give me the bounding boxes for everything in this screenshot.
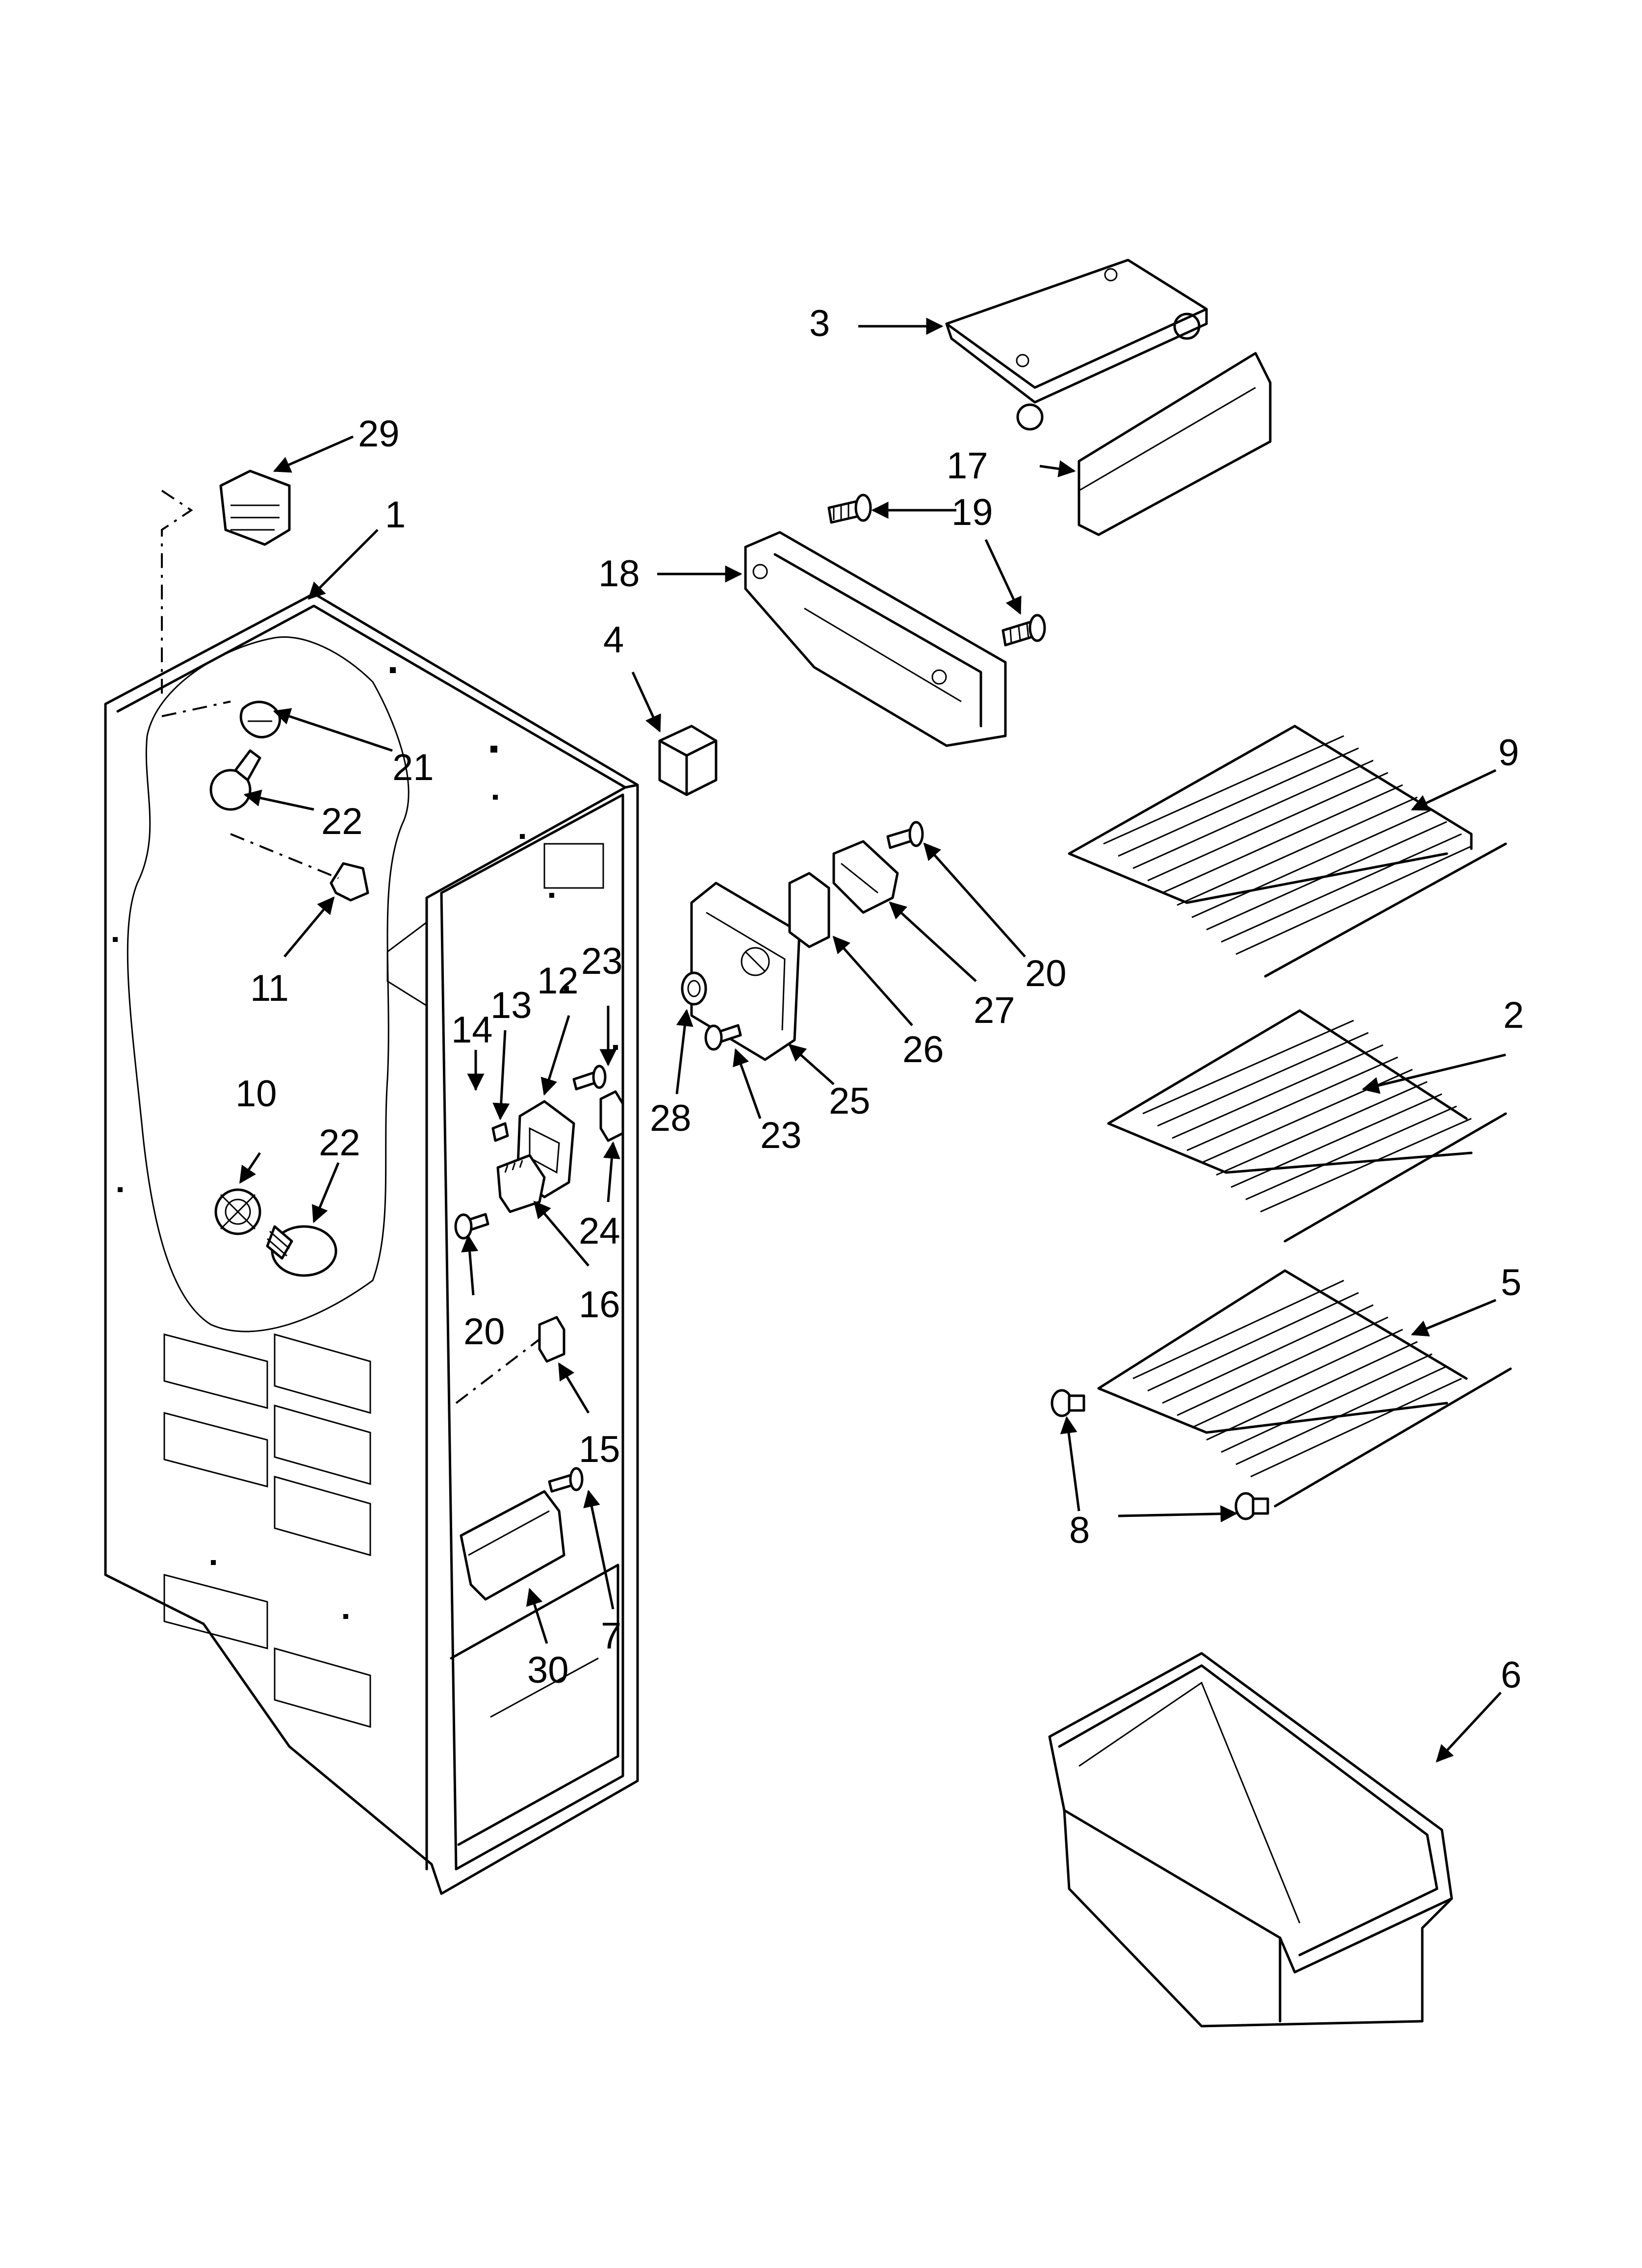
socket-10 [214,1188,261,1235]
screw-23-left [572,1065,607,1091]
callout-7: 7 [601,1615,621,1657]
callout-10: 10 [235,1073,277,1115]
callout-14: 14 [451,1009,493,1051]
screw-19-upper [827,494,872,524]
callout-13: 13 [490,985,532,1026]
storage-bin-6 [1048,1652,1453,2028]
callout-9: 9 [1498,732,1519,774]
callout-12: 12 [537,960,579,1002]
cover-30 [460,1490,565,1601]
callout-23-right: 23 [760,1115,802,1156]
bracket-26 [788,872,830,948]
knob-28 [681,971,707,1006]
wire-shelf-5 [1097,1269,1512,1508]
screw-7 [548,1467,584,1493]
shelf-support-bracket [744,531,1007,747]
callout-22-lower: 22 [319,1122,360,1164]
callout-11: 11 [250,967,289,1009]
clip-4 [658,725,718,796]
callout-28: 28 [650,1097,692,1139]
callout-25: 25 [829,1080,871,1122]
clip-29 [219,469,291,546]
deflector-panel [1078,352,1272,536]
screw-19-lower [1001,614,1046,647]
callout-4: 4 [603,619,624,661]
screw-20-right [886,821,924,849]
clip-13 [491,1122,509,1142]
screw-23-right [704,1024,742,1051]
bulb-22-upper [209,749,261,811]
shelf-stud-8-left [1051,1389,1085,1417]
callout-19: 19 [951,492,993,533]
callout-5: 5 [1501,1262,1521,1303]
callout-2: 2 [1503,994,1524,1036]
callout-20-right: 20 [1025,953,1067,994]
callout-22-upper: 22 [321,801,363,842]
leader-lines [239,317,1506,1763]
wire-shelf-2 [1107,1009,1507,1243]
switch-15 [538,1316,565,1363]
callout-15: 15 [579,1429,620,1470]
callout-8: 8 [1069,1510,1090,1551]
callout-24: 24 [579,1210,620,1252]
wire-shelf-9 [1068,725,1507,978]
cabinet-liner [104,592,639,1895]
callout-16: 16 [579,1284,620,1326]
callout-20-left: 20 [463,1311,505,1353]
shelf-hinge-cover [945,259,1208,431]
alignment-lines [161,490,540,1404]
callout-23-left: 23 [581,940,623,982]
shelf-stud-8-right [1234,1492,1269,1520]
control-board-27 [832,840,899,914]
callout-21: 21 [392,747,434,788]
bracket-11 [330,862,369,902]
callout-3: 3 [809,303,830,344]
clip-24 [599,1090,624,1142]
callout-labels: 1 2 3 4 5 6 7 8 9 10 11 12 13 14 15 16 1… [235,303,1524,1696]
callout-30: 30 [527,1649,569,1691]
callout-6: 6 [1501,1654,1521,1696]
screw-20-left [454,1213,489,1240]
callout-27: 27 [974,990,1015,1031]
light-socket-21 [239,701,281,739]
callout-26: 26 [902,1029,944,1070]
bulb-22-lower [266,1225,337,1277]
callout-18: 18 [598,553,640,595]
callout-29: 29 [358,413,400,455]
callout-1: 1 [385,494,406,536]
callout-17: 17 [947,445,988,487]
